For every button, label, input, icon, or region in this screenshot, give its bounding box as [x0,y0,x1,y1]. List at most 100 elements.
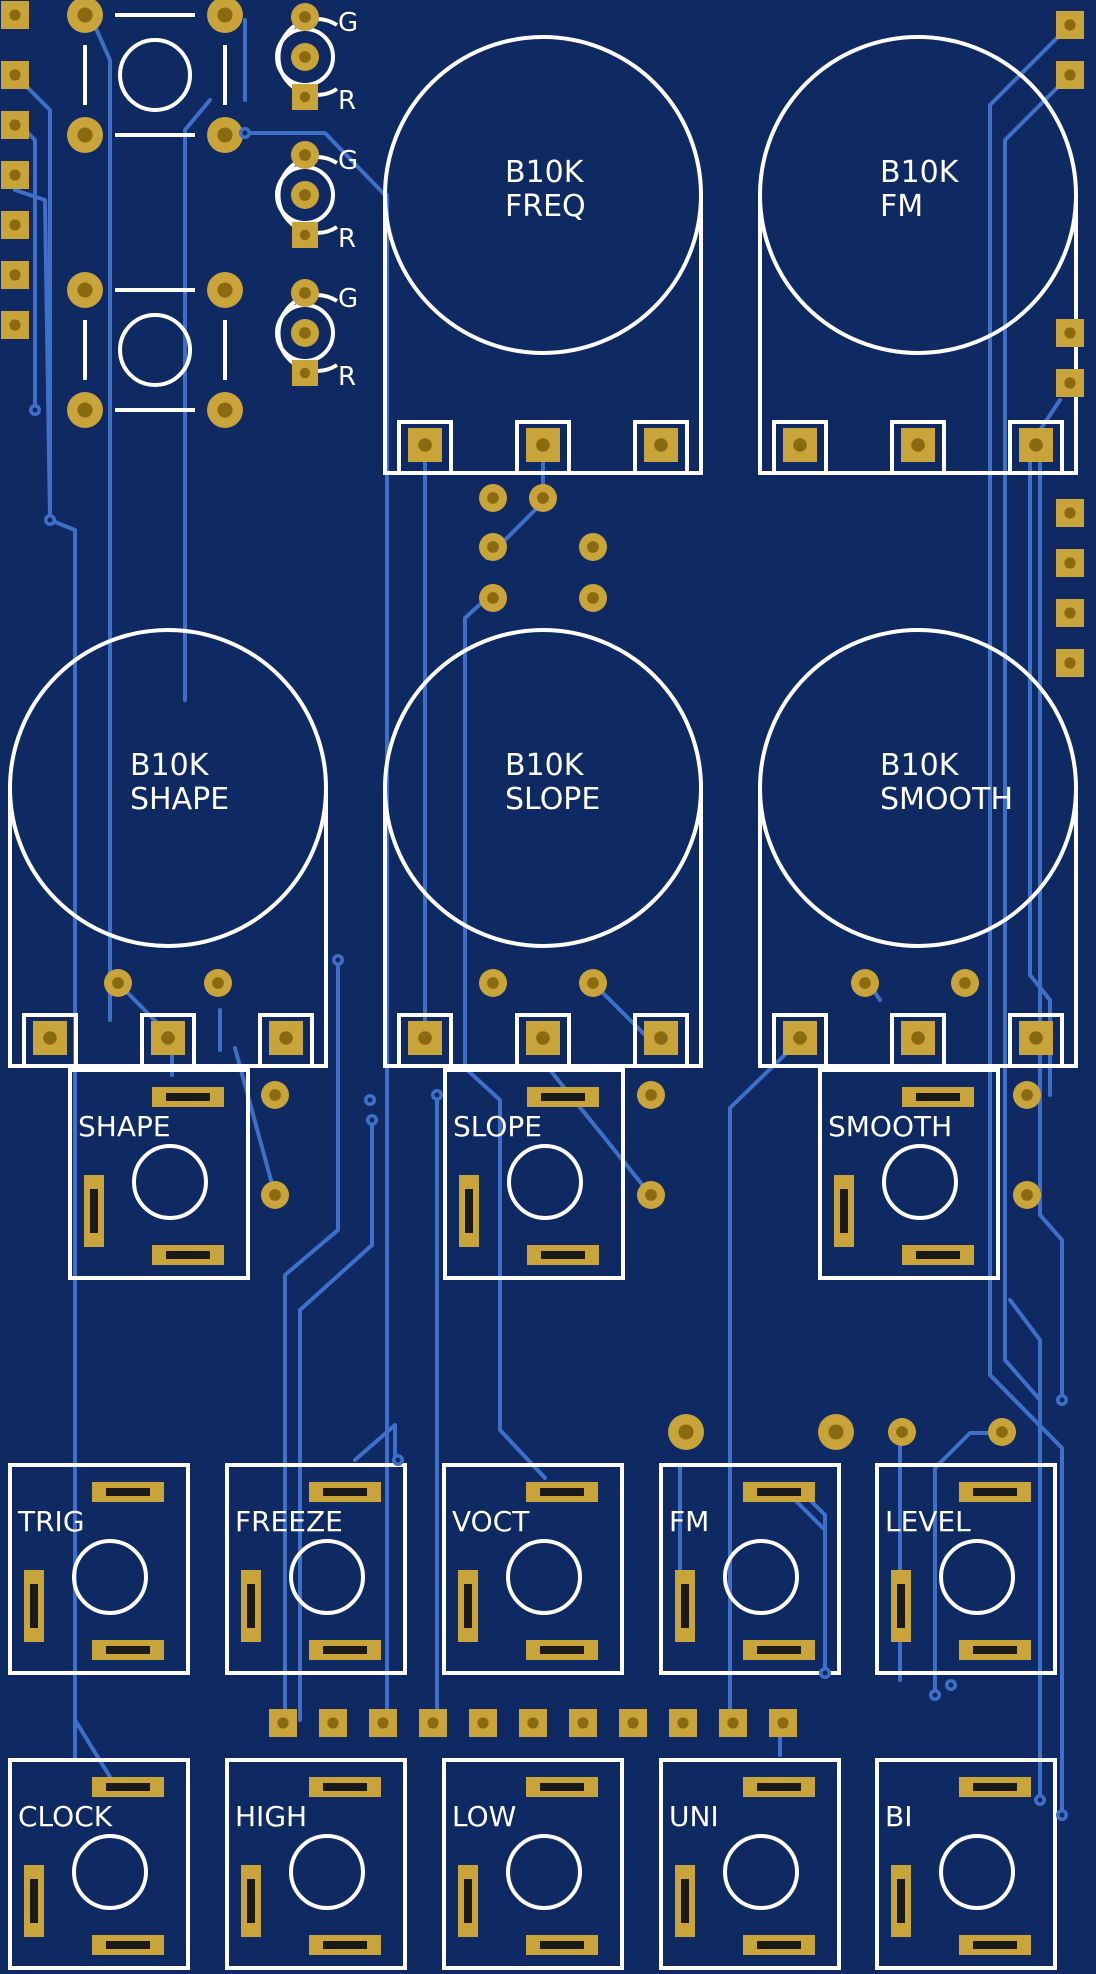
jack-sleeve-slot [540,1941,584,1949]
jack-switch-slot [897,1584,905,1628]
led-label-g: G [338,284,358,314]
jack-tip-slot [106,1488,150,1496]
round-pad-icon [67,0,103,33]
jack-label: HIGH [235,1800,307,1833]
via-hole [395,1457,401,1463]
via-icon [1034,1794,1046,1806]
round-pad-icon [291,3,319,31]
jack-socket [72,1539,148,1615]
jack-sleeve-slot [323,1646,367,1654]
button-outline [83,288,227,412]
jack-socket [72,1834,148,1910]
square-pad-icon [1,211,29,239]
clock-jack [8,1758,190,1970]
round-pad-icon [888,1418,916,1446]
pot-slope [383,628,703,1068]
pushbutton-footprint-icon [83,288,227,412]
trace [283,958,340,1722]
jack-socket [132,1144,208,1220]
round-pad-icon [668,1414,704,1450]
pad-drill [217,402,233,418]
pad-drill [487,541,499,553]
square-pad-icon [319,1709,347,1737]
square-pad-icon [783,428,817,462]
round-pad-icon [207,0,243,33]
voct-jack [442,1463,624,1675]
jack-pads [241,1482,381,1660]
pad-drill [418,1031,432,1045]
round-pad-icon [988,1418,1016,1446]
square-pad-icon [408,1021,442,1055]
pad-drill [217,282,233,298]
pad-drill [1064,377,1076,389]
round-pad-icon [479,584,507,612]
via-hole [335,957,341,963]
pot-value-label: B10K [880,155,960,190]
round-pad-icon [67,392,103,428]
jack-switch-slot [464,1584,472,1628]
jack-tip-slot [973,1783,1017,1791]
jack-outline [68,1068,250,1280]
copper-traces [13,13,1072,1812]
jack-socket [939,1539,1015,1615]
pad-drill [896,1426,908,1438]
jack-outline [875,1758,1057,1970]
jack-sleeve-slot [757,1646,801,1654]
via-hole [1059,1397,1065,1403]
round-pad-icon [291,319,319,347]
square-pad-icon [569,1709,597,1737]
pad-drill [9,169,21,181]
pads-layer [1,0,1084,1955]
trace [353,1423,397,1467]
freeze-jack [225,1463,407,1675]
jack-outline [659,1463,841,1675]
jack-tip-slot [323,1783,367,1791]
pad-drill [677,1717,689,1729]
via-hole [367,1097,373,1103]
pad-drill [627,1717,639,1729]
jack-outline [443,1068,625,1280]
via-icon [431,1089,443,1101]
round-pad-icon [579,969,607,997]
pad-drill [645,1089,657,1101]
pot-value-label: B10K [505,155,585,190]
pad-drill [427,1717,439,1729]
jack-outline [442,1758,624,1970]
pad-drill [299,367,311,379]
trace [183,98,212,702]
trace [728,1038,802,1722]
round-pad-icon [1013,1181,1041,1209]
trace [298,1118,374,1722]
pad-drill [859,977,871,989]
pad-drill [9,69,21,81]
round-pad-icon [951,969,979,997]
pad-drill [1064,327,1076,339]
square-pad-icon [719,1709,747,1737]
jack-switch-slot [681,1879,689,1923]
pad-drill [536,1031,550,1045]
pot-name-label: FM [880,189,923,224]
pad-drill [828,1424,844,1440]
square-pad-icon [1,1,29,29]
square-pad-icon [151,1021,185,1055]
pad-drill [77,127,93,143]
jack-outline [875,1463,1057,1675]
pad-drill [996,1426,1008,1438]
round-pad-icon [579,584,607,612]
square-pad-icon [292,360,318,386]
pad-drill [299,149,311,161]
jack-switch-slot [464,1879,472,1923]
round-pad-icon [479,533,507,561]
via-icon [392,1454,404,1466]
pad-drill [645,1189,657,1201]
trig-jack [8,1463,190,1675]
jack-pads [675,1482,815,1660]
pot-name-label: SMOOTH [880,782,1013,817]
silkscreen-layer [8,13,1078,1970]
via-icon [1056,1809,1068,1821]
trace [48,518,77,1762]
via-icon [819,1667,831,1679]
jack-sleeve-slot [916,1251,960,1259]
low-jack [442,1758,624,1970]
